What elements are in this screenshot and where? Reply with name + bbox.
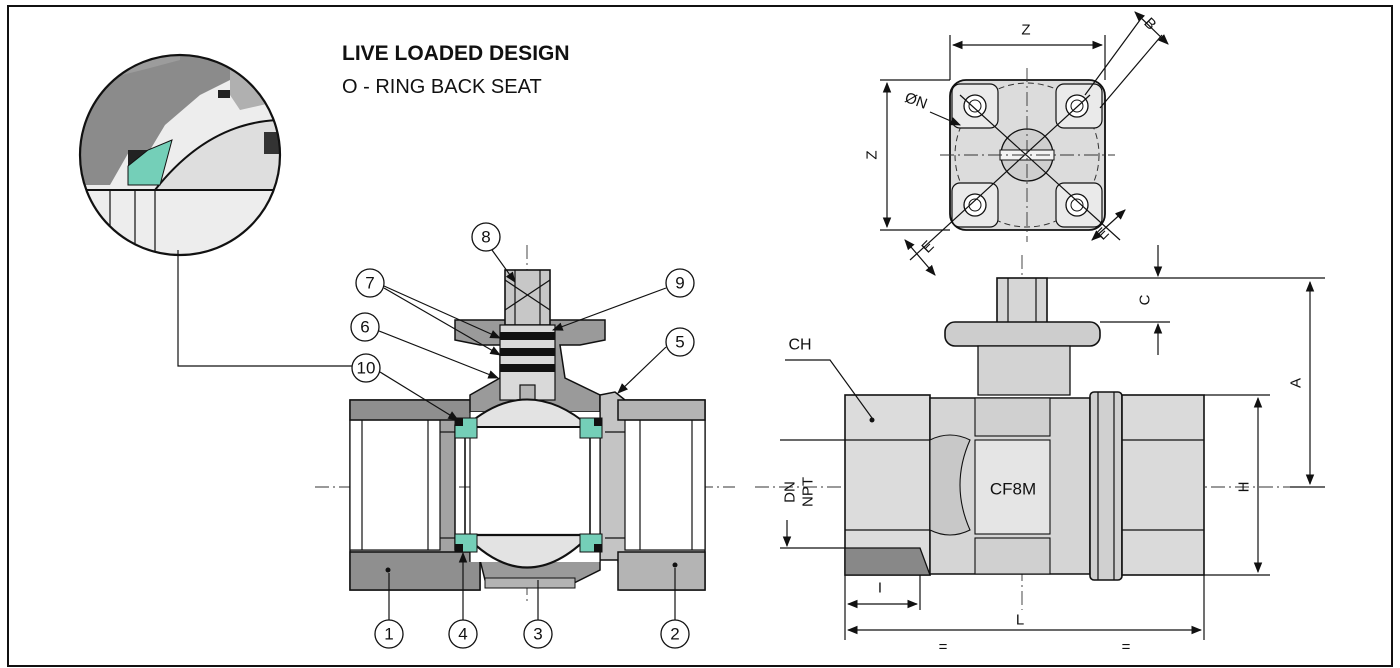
part-number-8: 8 — [481, 228, 490, 247]
balloon-6 — [350, 312, 380, 342]
part-number-1: 1 — [384, 625, 393, 644]
part-number-7: 7 — [365, 274, 374, 293]
top-view-flange: Z Z B ØN E E — [864, 11, 1169, 276]
drawing-frame — [7, 5, 1393, 667]
design-subtitle: O - RING BACK SEAT — [342, 76, 542, 98]
balloon-10 — [351, 353, 381, 383]
dim-npt: NPT — [800, 477, 817, 507]
dim-i: I — [878, 580, 882, 597]
material-label: CF8M — [990, 480, 1036, 499]
dim-e-left: E — [918, 237, 937, 256]
part-number-9: 9 — [675, 274, 684, 293]
part-number-2: 2 — [670, 625, 679, 644]
magnifier-detail — [78, 53, 282, 257]
side-view: CF8M CH C A H DN NPT — [755, 245, 1325, 656]
dim-dn: DN — [782, 481, 799, 503]
dim-ch: CH — [788, 337, 811, 354]
design-title: LIVE LOADED DESIGN — [342, 42, 570, 65]
dim-eq-right: = — [1122, 639, 1131, 656]
dim-a: A — [1288, 378, 1305, 388]
dim-z-top: Z — [1021, 22, 1030, 39]
part-number-6: 6 — [360, 318, 369, 337]
part-number-4: 4 — [458, 625, 467, 644]
section-view — [315, 245, 735, 605]
balloon-9 — [665, 268, 695, 298]
dim-dia-n: ØN — [903, 89, 930, 113]
part-balloons: 8 9 7 6 5 10 1 4 3 2 — [350, 222, 695, 649]
part-number-5: 5 — [675, 333, 684, 352]
dim-b: B — [1140, 14, 1159, 33]
dim-e-right: E — [1093, 224, 1112, 243]
part-number-10: 10 — [357, 359, 376, 378]
balloon-5 — [665, 327, 695, 357]
dim-z-side: Z — [864, 150, 881, 159]
balloon-8 — [471, 222, 501, 252]
dim-l: L — [1016, 612, 1024, 629]
dim-c: C — [1137, 294, 1154, 305]
part-number-3: 3 — [533, 625, 542, 644]
dim-eq-left: = — [939, 639, 948, 656]
dim-h: H — [1236, 482, 1253, 493]
balloon-7 — [355, 268, 385, 298]
magnifier-leader — [177, 250, 352, 367]
